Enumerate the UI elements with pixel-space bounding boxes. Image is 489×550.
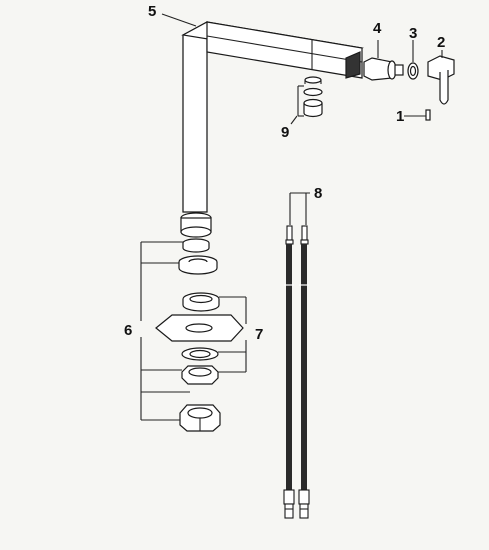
callout-8: 8: [314, 185, 322, 202]
callout-1: 1: [396, 108, 404, 125]
callout-5: 5: [148, 3, 156, 20]
flex-hoses: [283, 192, 310, 519]
retaining-ring: [407, 40, 419, 80]
callout-2: 2: [437, 34, 445, 51]
set-screw: [404, 109, 431, 121]
lever-handle: [427, 50, 455, 105]
aerator-assembly: [290, 76, 323, 125]
cartridge: [363, 40, 404, 81]
mounting-hardware: [155, 212, 244, 432]
callout-7-bracket: [218, 296, 247, 373]
callout-6-bracket: [140, 241, 190, 421]
callout-4: 4: [373, 20, 382, 37]
callout-6: 6: [124, 322, 132, 339]
callout-3: 3: [409, 25, 417, 42]
callout-9: 9: [281, 124, 289, 141]
callout-7: 7: [255, 326, 263, 343]
faucet-body: [181, 20, 364, 213]
